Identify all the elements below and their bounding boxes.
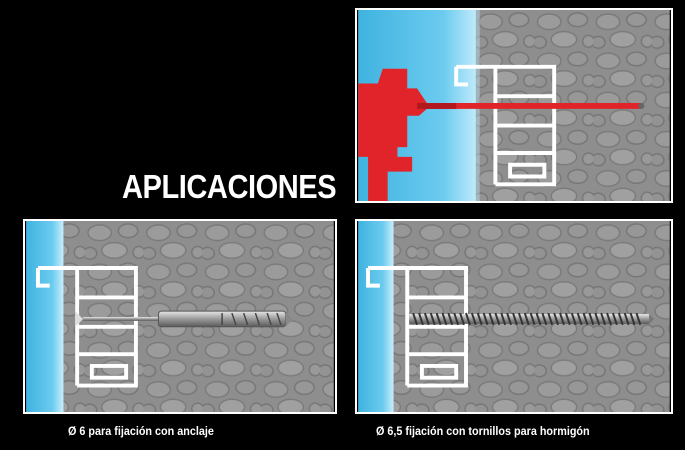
drill-illustration [358,10,670,201]
caption-anchor: Ø 6 para fijación con anclaje [68,424,214,438]
screw-illustration-panel [355,219,673,414]
anchor-illustration-panel [23,219,337,414]
page-title: APLICACIONES [122,168,337,205]
concrete-screw-icon [409,312,655,326]
caption-concrete-screw: Ø 6,5 fijación con tornillos para hormig… [376,424,590,438]
concrete-screw-illustration [358,221,670,412]
drill-illustration-panel [355,8,673,203]
frame-anchor-icon [75,310,293,328]
frame-anchor-illustration [26,221,334,412]
drill-icon [358,68,645,201]
